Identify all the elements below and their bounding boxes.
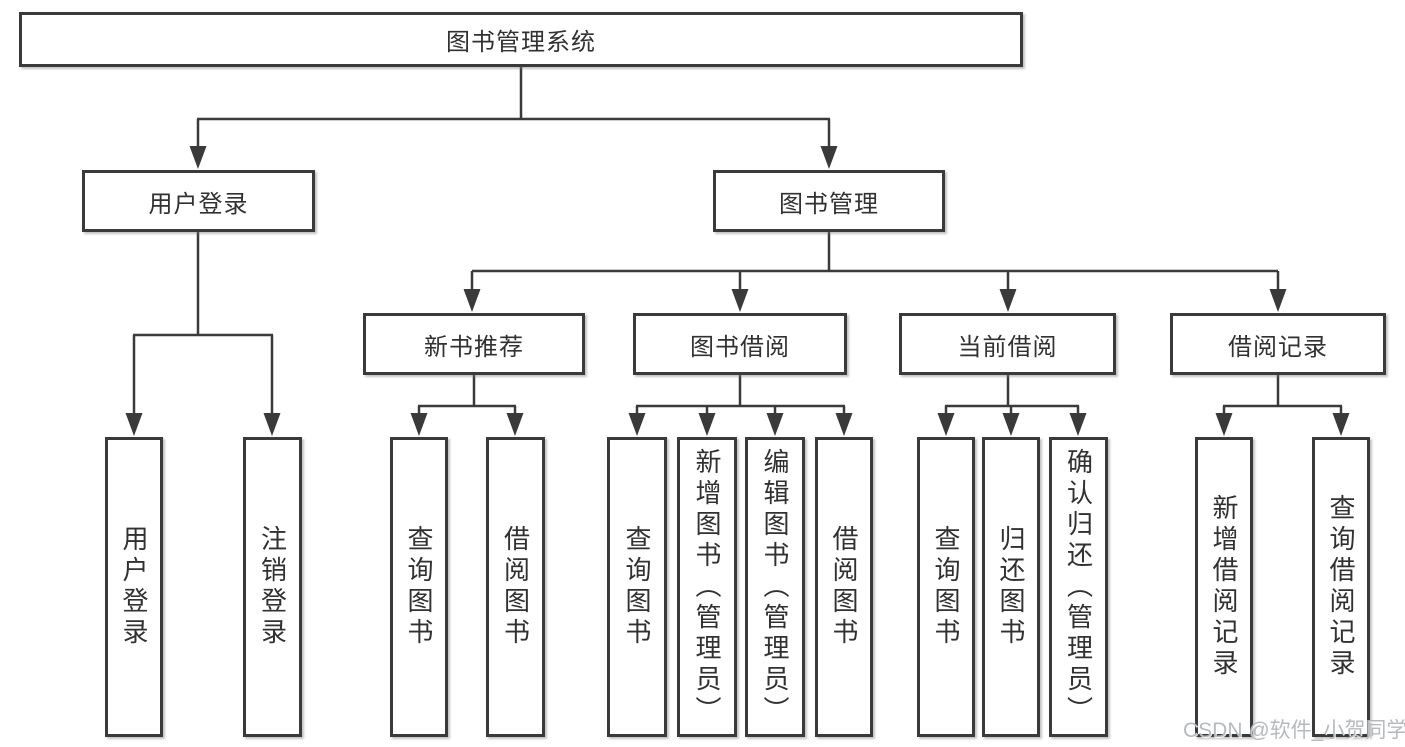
node-borrow-records: 借阅记录 [1170,313,1386,375]
csdn-watermark: CSDN @软件_小贺同学 [1183,719,1405,742]
connector-new-book-recommend [417,375,517,417]
node-current-borrow-label: 当前借阅 [957,333,1058,361]
arrowhead-icon [835,413,853,436]
leaf-add-borrow-record-label: 新增借阅记录 [1209,494,1239,680]
arrowhead-icon [189,146,207,169]
arrowhead-icon [698,413,716,436]
arrowhead-icon [125,413,143,436]
arrowhead-icon [1215,413,1233,436]
arrowhead-icon [628,413,646,436]
leaf-query-books-borrow-label: 查询图书 [622,525,652,649]
node-new-book-recommend-label: 新书推荐 [424,333,524,361]
arrowhead-icon [1269,289,1287,312]
node-book-management-label: 图书管理 [779,190,879,218]
leaf-query-books-recommend: 查询图书 [390,437,448,737]
leaf-confirm-return-admin-label: 确认归还（管理员） [1063,447,1094,727]
node-root-label: 图书管理系统 [446,29,596,56]
leaf-user-login: 用户登录 [105,437,163,737]
leaf-edit-book-admin-label: 编辑图书（管理员） [760,447,790,727]
arrowhead-icon [731,289,749,312]
arrowhead-icon [820,146,838,169]
leaf-return-book: 归还图书 [982,437,1040,737]
arrowhead-icon [506,413,524,436]
connector-current-borrow [944,375,1080,417]
arrowhead-icon [1002,413,1020,436]
node-book-management: 图书管理 [713,170,945,232]
node-root: 图书管理系统 [19,12,1023,67]
node-current-borrow: 当前借阅 [899,313,1116,375]
node-new-book-recommend: 新书推荐 [363,313,585,375]
arrowhead-icon [937,413,955,436]
connector-root [196,67,831,150]
leaf-user-login-label: 用户登录 [119,525,149,649]
leaf-query-books-current-label: 查询图书 [931,525,961,649]
leaf-edit-book-admin: 编辑图书（管理员） [745,437,805,737]
leaf-add-borrow-record: 新增借阅记录 [1195,437,1253,737]
arrowhead-icon [410,413,428,436]
arrowhead-icon [1069,413,1087,436]
leaf-query-borrow-record-label: 查询借阅记录 [1326,494,1356,680]
leaf-query-borrow-record: 查询借阅记录 [1312,437,1370,737]
connector-book-management [470,232,1280,292]
connector-user-login [132,232,274,417]
arrowhead-icon [999,289,1017,312]
arrowhead-icon [263,413,281,436]
leaf-query-books-recommend-label: 查询图书 [404,525,434,649]
node-user-login-label: 用户登录 [148,190,249,218]
leaf-query-books-borrow: 查询图书 [607,437,667,737]
arrowhead-icon [463,289,481,312]
leaf-logout: 注销登录 [243,437,302,737]
leaf-return-book-label: 归还图书 [996,525,1026,649]
leaf-add-book-admin: 新增图书（管理员） [677,437,737,737]
leaf-add-book-admin-label: 新增图书（管理员） [692,447,722,727]
connector-book-borrow [635,375,846,417]
node-user-login: 用户登录 [82,170,315,232]
arrowhead-icon [766,413,784,436]
node-book-borrow-label: 图书借阅 [690,333,790,361]
leaf-borrow-books-recommend: 借阅图书 [486,437,545,737]
leaf-query-books-current: 查询图书 [917,437,975,737]
leaf-confirm-return-admin: 确认归还（管理员） [1049,437,1108,737]
leaf-borrow-books: 借阅图书 [815,437,873,737]
node-borrow-records-label: 借阅记录 [1228,333,1328,361]
leaf-logout-label: 注销登录 [257,525,288,649]
arrowheads [125,146,1350,436]
connector-borrow-records [1222,375,1343,417]
leaf-borrow-books-recommend-label: 借阅图书 [500,525,531,649]
leaf-borrow-books-label: 借阅图书 [829,525,859,649]
node-book-borrow: 图书借阅 [633,313,847,375]
arrowhead-icon [1332,413,1350,436]
